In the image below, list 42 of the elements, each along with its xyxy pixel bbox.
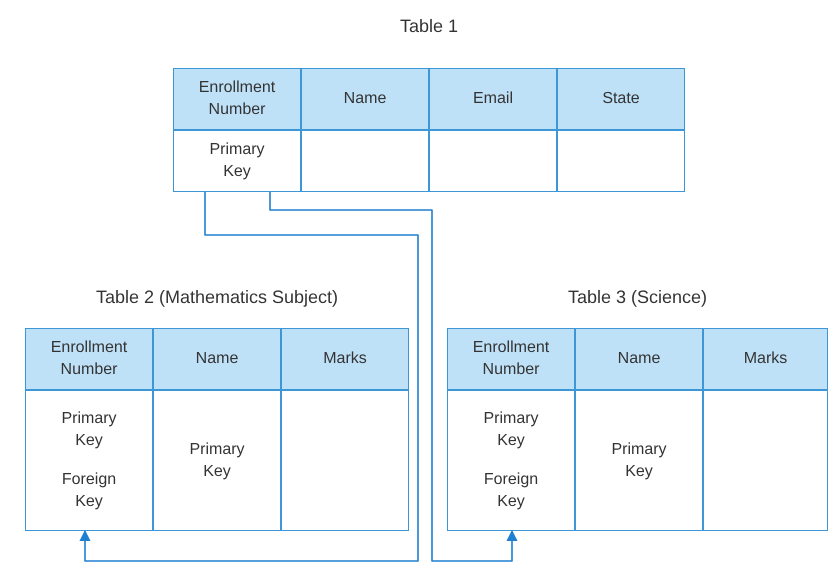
arrow — [269, 192, 518, 562]
arrow — [79, 192, 419, 562]
column-name: Enrollment Number — [50, 338, 128, 380]
column-name: State — [601, 89, 641, 109]
table-cell — [281, 390, 409, 531]
header-cell — [173, 68, 301, 130]
header-cell — [301, 68, 429, 130]
table-cell — [575, 390, 703, 531]
key-label: Primary Key — [188, 440, 246, 482]
table-cell — [447, 390, 575, 531]
header-cell — [429, 68, 557, 130]
table-cell — [153, 390, 281, 531]
key-label: Foreign Key — [482, 470, 540, 512]
header-cell — [703, 328, 828, 390]
column-name: Marks — [742, 349, 788, 369]
column-name: Name — [194, 349, 240, 369]
column-name: Enrollment Number — [198, 78, 276, 120]
header-cell — [281, 328, 409, 390]
header-cell — [447, 328, 575, 390]
key-label: Foreign Key — [60, 470, 118, 512]
header-cell — [557, 68, 685, 130]
header-cell — [575, 328, 703, 390]
column-name: Name — [616, 349, 662, 369]
table-cell — [557, 130, 685, 192]
table-title: Table 2 (Mathematics Subject) — [94, 287, 340, 308]
column-name: Marks — [322, 349, 368, 369]
column-name: Enrollment Number — [472, 338, 550, 380]
table-title: Table 3 (Science) — [566, 287, 708, 308]
table-cell — [301, 130, 429, 192]
column-name: Email — [472, 89, 514, 109]
header-cell — [25, 328, 153, 390]
table-cell — [429, 130, 557, 192]
column-name: Name — [342, 89, 388, 109]
key-label: Primary Key — [610, 440, 668, 482]
key-label: Primary Key — [482, 409, 540, 451]
table-title: Table 1 — [398, 16, 460, 37]
table-cell — [25, 390, 153, 531]
table-cell — [703, 390, 828, 531]
key-label: Primary Key — [208, 140, 266, 182]
header-cell — [153, 328, 281, 390]
key-label: Primary Key — [60, 409, 118, 451]
table-cell — [173, 130, 301, 192]
